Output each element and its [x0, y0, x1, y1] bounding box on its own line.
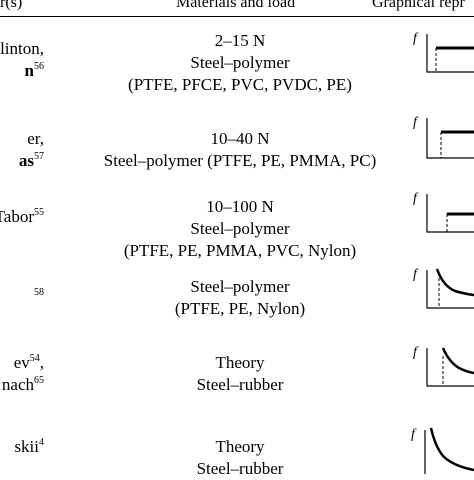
row-5-authors: ev54, nach65 — [1, 353, 44, 394]
row-1-authors: Flinton, n56 — [0, 38, 44, 82]
row-4-ref: 58 — [34, 287, 44, 298]
row-2-materials: 10–40 N Steel–polymer (PTFE, PE, PMMA, P… — [100, 128, 380, 172]
header-authors: r(s) — [0, 0, 23, 11]
row-1-materials: 2–15 N Steel–polymer (PTFE, PFCE, PVC, P… — [100, 30, 380, 96]
row-5-theory: Theory — [215, 353, 265, 372]
row-1-graph-label: f — [413, 31, 419, 46]
row-3-graph-label: f — [413, 191, 419, 206]
row-4-polymers: (PTFE, PE, Nylon) — [174, 299, 306, 318]
row-5-pair: Steel–rubber — [196, 375, 284, 394]
row-4-authors: 58 — [34, 286, 44, 308]
header-materials: Materials and load — [176, 0, 296, 11]
row-5-author-line-2: nach — [1, 375, 34, 394]
row-1-ref: 56 — [34, 61, 44, 72]
row-1-load: 2–15 N — [214, 31, 266, 50]
row-2-author-line-2: as — [18, 151, 34, 170]
row-6-graph-curve — [429, 427, 474, 472]
row-1-graph: f — [407, 28, 474, 86]
row-5-ref-2: 65 — [34, 375, 44, 386]
row-3-graph-axes — [426, 194, 474, 233]
row-2-author-line-1: er, — [27, 129, 44, 148]
row-1-author-line-1: Flinton, — [0, 39, 44, 58]
row-1-pair: Steel–polymer — [190, 53, 290, 72]
row-1-polymers: (PTFE, PFCE, PVC, PVDC, PE) — [128, 75, 352, 94]
row-2-pair: Steel–polymer (PTFE, PE, PMMA, PC) — [103, 151, 377, 170]
header-rule — [0, 16, 474, 17]
row-1-author-line-2: n — [24, 61, 34, 80]
row-3-graph: f — [407, 188, 474, 246]
row-4-materials: Steel–polymer (PTFE, PE, Nylon) — [100, 276, 380, 320]
row-2-graph-axes — [426, 118, 474, 159]
row-5-author-line-1: ev — [13, 353, 30, 372]
row-4-pair: Steel–polymer — [190, 277, 290, 296]
row-1-graph-axes — [426, 34, 474, 73]
row-6-pair: Steel–rubber — [196, 459, 284, 478]
row-2-graph: f — [407, 112, 474, 170]
row-2-ref: 57 — [34, 151, 44, 162]
row-5-graph-curve — [441, 347, 474, 375]
row-3-polymers: (PTFE, PE, PMMA, PVC, Nylon) — [123, 241, 357, 260]
row-6-graph-axes — [424, 430, 426, 474]
row-5-graph-label: f — [413, 345, 419, 360]
row-2-graph-label: f — [413, 115, 419, 130]
row-4-graph-curve — [435, 268, 474, 297]
row-6-materials: Theory Steel–rubber — [100, 436, 380, 480]
header-graph: Graphical repr — [372, 0, 465, 11]
row-4-graph-label: f — [413, 267, 419, 282]
row-6-theory: Theory — [215, 437, 265, 456]
row-2-authors: er, as57 — [19, 128, 44, 172]
row-4-graph: f — [407, 264, 474, 322]
row-5-materials: Theory Steel–rubber — [100, 352, 380, 396]
row-2-load: 10–40 N — [210, 129, 270, 148]
row-3-authors: Tabor55 — [0, 206, 44, 228]
row-5-graph: f — [407, 342, 474, 400]
row-3-author-line-1: Tabor — [0, 207, 34, 226]
row-6-authors: skii4 — [14, 436, 44, 458]
row-3-load: 10–100 N — [206, 197, 274, 216]
row-4-graph-axes — [426, 270, 474, 309]
row-3-materials: 10–100 N Steel–polymer (PTFE, PE, PMMA, … — [100, 196, 380, 262]
row-6-author-line-1: skii — [14, 437, 39, 456]
row-5-graph-axes — [426, 348, 474, 387]
row-5-ref-1: 54 — [29, 353, 40, 364]
row-3-ref: 55 — [34, 207, 44, 218]
row-6-graph: f — [407, 424, 474, 474]
row-3-pair: Steel–polymer — [190, 219, 290, 238]
row-6-ref: 4 — [39, 437, 44, 448]
row-6-graph-label: f — [411, 427, 417, 442]
